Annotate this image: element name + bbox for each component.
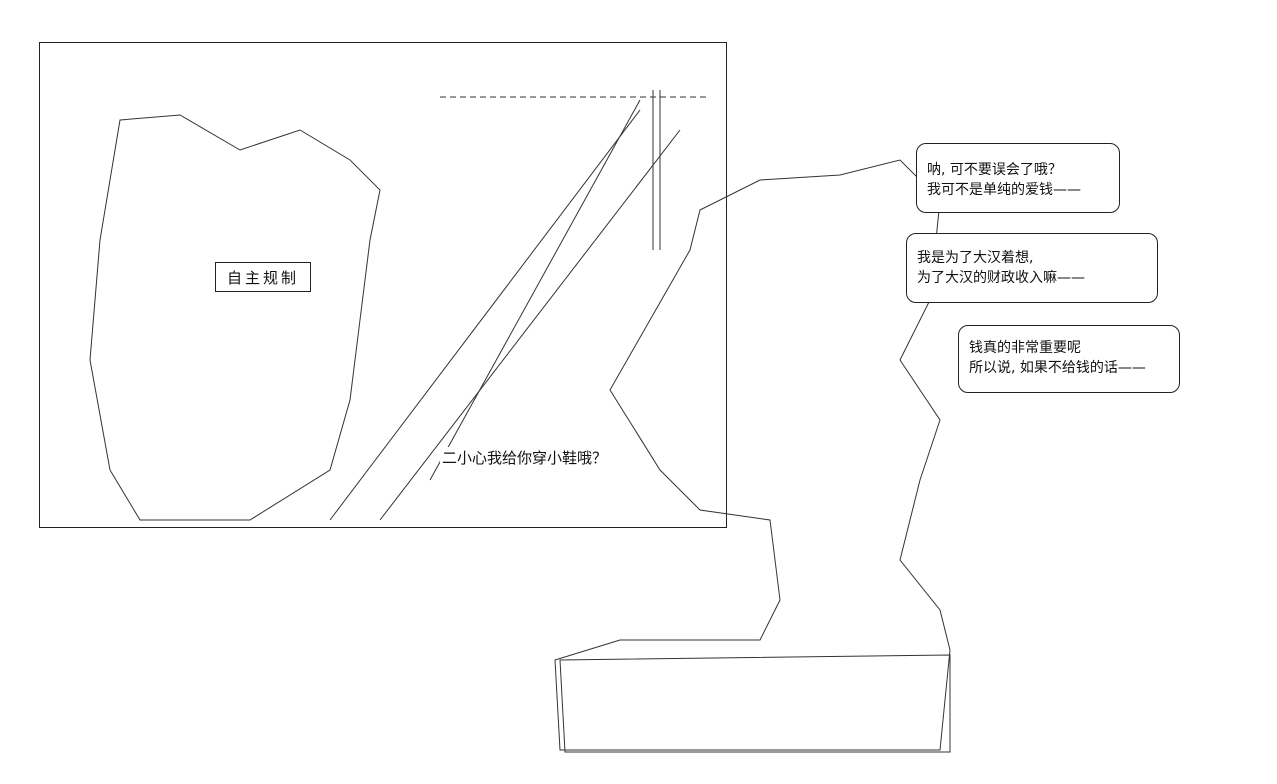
shout-text: 二小心我给你穿小鞋哦？: [440, 447, 610, 468]
speech-line: 我是为了大汉着想,: [917, 250, 1034, 266]
figure-outline: [554, 159, 951, 751]
speech-bubble-2: 我是为了大汉着想, 为了大汉的财政收入嘛——: [906, 233, 1158, 303]
diagonal-line: [429, 99, 641, 481]
diagonal-line: [329, 109, 641, 521]
speech-line: 钱真的非常重要呢: [969, 340, 1081, 356]
sack-outline: [89, 114, 381, 521]
speech-bubble-3: 钱真的非常重要呢 所以说, 如果不给钱的话——: [958, 325, 1180, 393]
scene-frame: [39, 42, 727, 528]
diagonal-line: [379, 129, 681, 521]
pedestal-outline: [559, 654, 951, 753]
censored-label-box: 自主规制: [215, 262, 311, 292]
speech-bubble-1: 呐, 可不要误会了哦？ 我可不是单纯的爱钱——: [916, 143, 1120, 213]
speech-line: 为了大汉的财政收入嘛——: [917, 270, 1085, 286]
speech-line: 我可不是单纯的爱钱——: [927, 182, 1081, 198]
speech-line: 所以说, 如果不给钱的话——: [969, 360, 1146, 376]
speech-line: 呐, 可不要误会了哦？: [927, 162, 1062, 178]
